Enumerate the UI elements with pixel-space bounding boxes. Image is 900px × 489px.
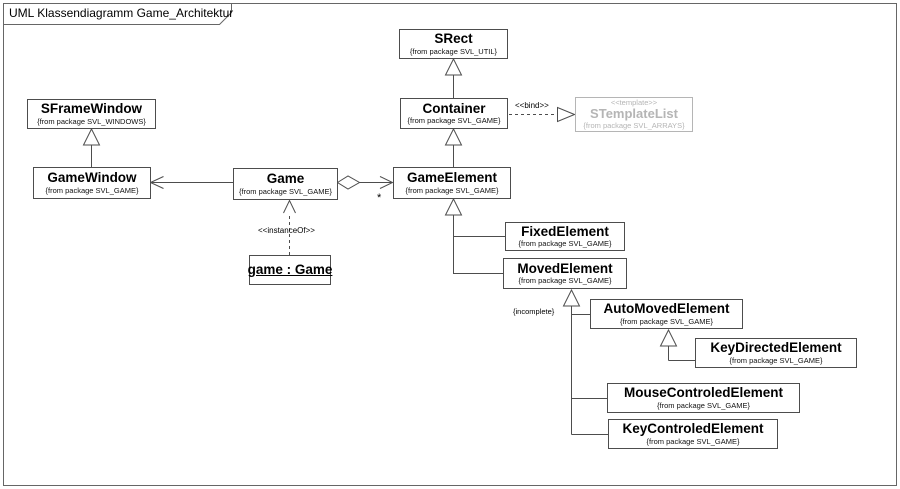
class-keycontroledelement[interactable]: KeyControledElement {from package SVL_GA…: [608, 419, 778, 449]
class-name: FixedElement: [521, 223, 609, 239]
class-package: {from package SVL_GAME}: [239, 186, 332, 196]
diagram-frame: [3, 3, 897, 486]
instanceof-label: <<instanceOf>>: [258, 226, 315, 235]
class-mousecontroledelement[interactable]: MouseControledElement {from package SVL_…: [607, 383, 800, 413]
class-movedelement[interactable]: MovedElement {from package SVL_GAME}: [503, 258, 627, 289]
class-package: {from package SVL_GAME}: [657, 400, 750, 410]
bind-label: <<bind>>: [515, 101, 549, 110]
class-keydirectedelement[interactable]: KeyDirectedElement {from package SVL_GAM…: [695, 338, 857, 368]
class-name: GameWindow: [47, 170, 137, 186]
frame-title-tab: [3, 3, 232, 25]
class-name: MouseControledElement: [623, 385, 783, 401]
edge-generalization-container-srect: [444, 57, 463, 98]
class-gamewindow[interactable]: GameWindow {from package SVL_GAME}: [33, 167, 151, 199]
class-name: MovedElement: [517, 260, 613, 276]
edge-generalization-gamewindow-sframewindow: [82, 127, 101, 167]
class-name: AutoMovedElement: [603, 301, 730, 317]
object-name: game : Game: [247, 261, 333, 277]
object-game-instance[interactable]: game : Game: [247, 255, 333, 285]
class-package: {from package SVL_GAME}: [646, 436, 740, 446]
class-name: SRect: [434, 31, 473, 47]
class-package: {from package SVL_WINDOWS}: [37, 116, 146, 126]
class-package: {from package SVL_GAME}: [518, 276, 612, 286]
diagram-title: UML Klassendiagramm Game_Architektur: [9, 6, 234, 20]
class-srect[interactable]: SRect {from package SVL_UTIL}: [399, 29, 508, 59]
class-name: Game: [266, 171, 305, 187]
class-package: {from package SVL_GAME}: [518, 239, 612, 249]
multiplicity-label: *: [377, 192, 382, 204]
class-stemplatelist[interactable]: <<template>> STemplateList {from package…: [575, 97, 693, 132]
class-package: {from package SVL_GAME}: [405, 185, 499, 195]
class-package: {from package SVL_ARRAYS}: [583, 120, 685, 130]
class-name: Container: [422, 100, 486, 116]
edge-bind-container-stemplatelist: [509, 106, 576, 123]
class-name: STemplateList: [590, 106, 678, 122]
class-stereotype: <<template>>: [610, 98, 658, 108]
class-automovedelement[interactable]: AutoMovedElement {from package SVL_GAME}: [590, 299, 743, 329]
edge-generalization-gameelement-container: [444, 127, 463, 167]
edge-instanceof-game-object-game: [283, 199, 296, 255]
class-container[interactable]: Container {from package SVL_GAME}: [400, 98, 508, 129]
class-package: {from package SVL_UTIL}: [409, 46, 498, 56]
class-name: SFrameWindow: [40, 101, 143, 117]
edge-generalization-elements-gameelement: [444, 197, 505, 274]
class-name: KeyDirectedElement: [710, 340, 842, 356]
class-package: {from package SVL_GAME}: [45, 185, 139, 195]
class-sframewindow[interactable]: SFrameWindow {from package SVL_WINDOWS}: [27, 99, 156, 129]
edge-generalization-children-movedelement: [562, 288, 608, 435]
incomplete-constraint-label: {incomplete}: [513, 307, 555, 316]
class-package: {from package SVL_GAME}: [620, 316, 713, 326]
class-name: KeyControledElement: [622, 421, 764, 437]
class-game[interactable]: Game {from package SVL_GAME}: [233, 168, 338, 200]
class-gameelement[interactable]: GameElement {from package SVL_GAME}: [393, 167, 511, 199]
edge-association-game-gamewindow: [149, 176, 233, 189]
class-package: {from package SVL_GAME}: [407, 116, 501, 126]
edge-generalization-keydirected-automoved: [659, 328, 695, 361]
class-package: {from package SVL_GAME}: [729, 355, 823, 365]
class-fixedelement[interactable]: FixedElement {from package SVL_GAME}: [505, 222, 625, 251]
class-name: GameElement: [406, 170, 498, 186]
edge-aggregation-game-gameelement: [336, 175, 394, 190]
